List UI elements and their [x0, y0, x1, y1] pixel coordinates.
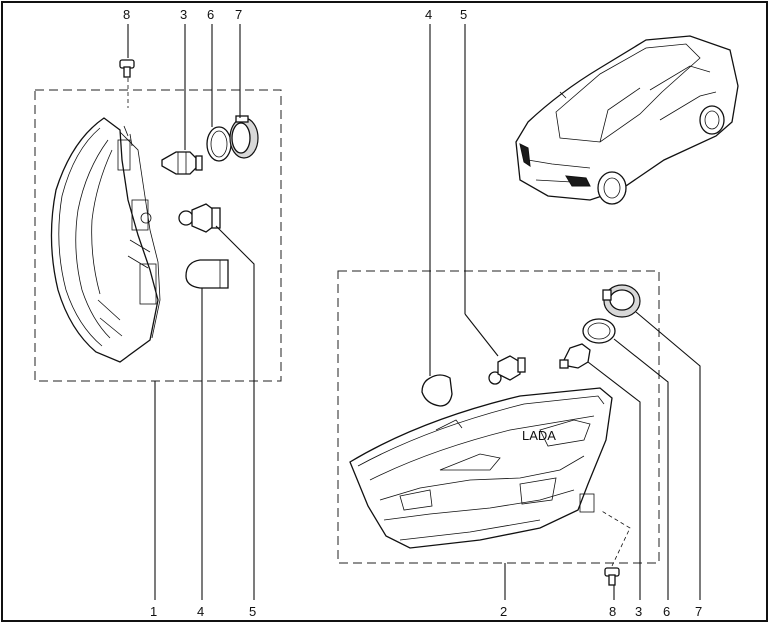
left-bulb-4 [185, 259, 229, 289]
label-bottom-7: 7 [695, 604, 702, 619]
leader-right-3 [587, 361, 641, 600]
left-bolt-8 [119, 59, 135, 108]
left-headlight-unit [50, 117, 161, 363]
svg-text:LADA: LADA [522, 428, 556, 443]
label-bottom-2: 2 [500, 604, 507, 619]
label-bottom-4: 4 [197, 604, 204, 619]
right-bulb-5 [488, 355, 526, 385]
right-bulb-3 [559, 343, 591, 369]
leader-left-5 [215, 225, 255, 600]
label-bottom-5: 5 [249, 604, 256, 619]
label-bottom-3: 3 [635, 604, 642, 619]
label-top-4: 4 [425, 7, 432, 22]
leader-right-5-top-b [464, 313, 499, 357]
label-bottom-6: 6 [663, 604, 670, 619]
label-top-6: 6 [207, 7, 214, 22]
right-bolt-8 [599, 509, 631, 586]
car-illustration [515, 35, 739, 205]
leader-right-7 [635, 311, 701, 600]
left-bulb-3 [161, 151, 203, 175]
left-bulb-5 [178, 203, 221, 233]
right-headlight-unit: LADA [349, 387, 613, 549]
right-cap-7 [602, 284, 641, 318]
label-top-3: 3 [180, 7, 187, 22]
right-assembly-box [337, 270, 660, 564]
label-top-8: 8 [123, 7, 130, 22]
left-assembly-box [34, 89, 282, 382]
label-top-7: 7 [235, 7, 242, 22]
label-top-5: 5 [460, 7, 467, 22]
left-cap-7 [229, 115, 259, 159]
label-bottom-1: 1 [150, 604, 157, 619]
right-bulb-4 [421, 374, 453, 407]
right-o-ring-6 [582, 318, 616, 344]
label-bottom-8: 8 [609, 604, 616, 619]
leader-right-6 [613, 338, 669, 600]
